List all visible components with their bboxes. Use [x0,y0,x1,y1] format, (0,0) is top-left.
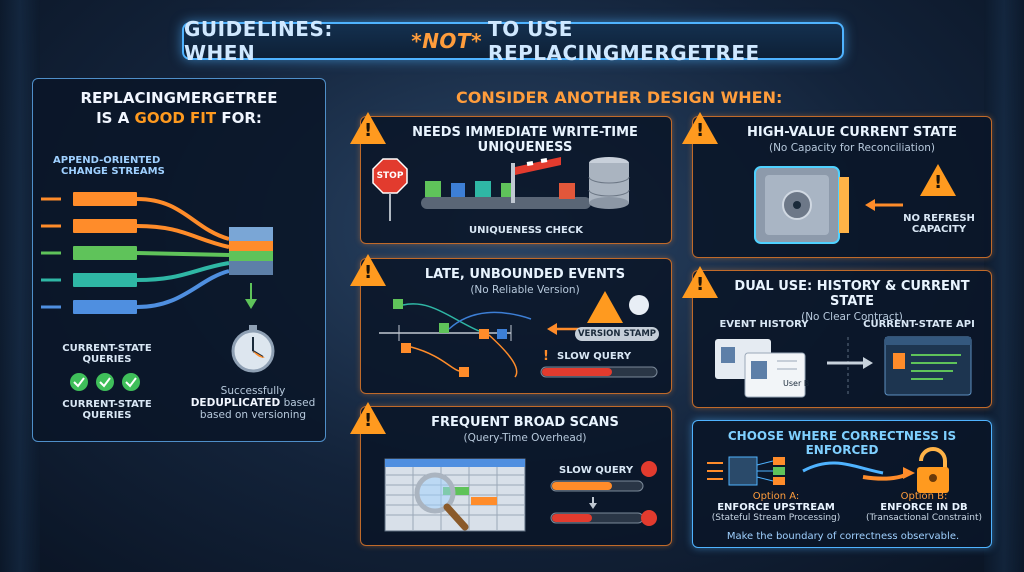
good-fit-heading-line1: REPLACINGMERGETREE [80,89,278,107]
check-circles [70,373,140,391]
title-part-2: *NOT* [411,29,483,53]
warning-icon: ! [682,112,718,144]
current-state-api-label: CURRENT-STATE API [863,319,975,330]
card-current-state-title: HIGH-VALUE CURRENT STATE [746,125,958,140]
page-title: GUIDELINES: WHEN *NOT* TO USE REPLACINGM… [182,17,844,65]
warning-icon: ! [350,254,386,286]
option-a-sub: (Stateful Stream Processing) [711,513,841,523]
good-fit-heading-c: FOR: [221,109,262,127]
option-b-label: Option B: [900,491,948,502]
stop-sign-label: STOP [376,171,404,181]
dual-use-diagram [715,336,972,398]
option-b: Option B: ENFORCE IN DB (Transactional C… [859,491,989,523]
late-events-diagram [379,291,658,378]
card-late-unbounded-events: LATE, UNBOUNDED EVENTS (No Reliable Vers… [360,258,672,394]
card-late-events-title: LATE, UNBOUNDED EVENTS [424,267,626,282]
dedup-result: Successfully DEDUPLICATED based based on… [183,385,323,421]
dedup-result-line1: Successfully [220,385,286,397]
card-choose-correctness: CHOOSE WHERE CORRECTNESS IS ENFORCED Opt… [692,420,992,548]
dedup-result-line3: based on versioning [199,409,307,421]
broad-scan-diagram [384,458,657,532]
streams-label-line1: APPEND-ORIENTED [53,155,161,166]
queries-label-2: CURRENT-STATE QUERIES [47,399,167,421]
vault-diagram [754,166,903,244]
card-broad-scans-sub: (Query-Time Overhead) [463,432,587,444]
dedup-result-based: based [283,397,316,409]
card-dual-use: DUAL USE: HISTORY & CURRENT STATE (No Cl… [692,270,992,408]
card-current-state-sub: (No Capacity for Reconciliation) [768,142,936,154]
warning-icon: ! [920,164,956,196]
queries-label-1: CURRENT-STATE QUERIES [47,343,167,365]
late-events-slow-query: SLOW QUERY [557,351,632,362]
stream-row-1 [41,192,230,241]
stopwatch-icon [231,325,275,373]
stream-row-4 [41,261,230,287]
dedup-result-line2: DEDUPLICATED based [183,397,323,409]
no-refresh-note-line1: NO REFRESH [903,213,975,224]
card-correctness-title: CHOOSE WHERE CORRECTNESS IS ENFORCED [727,429,957,457]
merged-table-icon [229,227,273,275]
queries-label-2-line1: CURRENT-STATE [62,399,152,410]
no-refresh-note-line2: CAPACITY [911,224,967,235]
correctness-diagram [707,447,949,493]
conveyor-diagram [372,157,630,221]
streams-label-line2: CHANGE STREAMS [61,166,165,177]
card-write-time-uniqueness: NEEDS IMMEDIATE WRITE-TIME UNIQUENESS ST… [360,116,672,244]
uniqueness-check-caption: UNIQUENESS CHECK [469,225,583,236]
dedup-result-strong: DEDUPLICATED [190,397,281,409]
card-broad-scans-title: FREQUENT BROAD SCANS [431,415,619,430]
consider-heading: CONSIDER ANOTHER DESIGN WHEN: [456,88,783,107]
broad-scans-slow-query: SLOW QUERY [559,465,634,476]
stream-row-3 [41,246,230,260]
version-stamp-label: VERSION STAMP [575,327,659,341]
title-part-1: GUIDELINES: WHEN [184,17,333,65]
card-dual-use-sub: (No Clear Contract) [801,311,903,323]
queries-label-1-line2: QUERIES [82,354,132,365]
warning-icon: ! [682,266,718,298]
queries-label-1-line1: CURRENT-STATE [62,343,152,354]
warning-icon: ! [350,112,386,144]
good-fit-heading-b: GOOD FIT [134,109,217,127]
title-part-3: TO USE REPLACINGMERGETREE [488,17,760,65]
card-uniqueness-title: NEEDS IMMEDIATE WRITE-TIME UNIQUENESS [412,125,638,155]
good-fit-heading-a: IS A [96,109,130,127]
good-fit-heading-line2: IS A GOOD FIT FOR: [33,109,325,127]
good-fit-panel: REPLACINGMERGETREE IS A GOOD FIT FOR: AP… [32,78,326,442]
option-b-title: ENFORCE IN DB [880,502,968,513]
card-frequent-broad-scans: FREQUENT BROAD SCANS (Query-Time Overhea… [360,406,672,546]
no-refresh-note: NO REFRESH CAPACITY [889,213,989,235]
late-events-excl: ! [543,349,549,364]
option-a: Option A: ENFORCE UPSTREAM (Stateful Str… [701,491,851,523]
stream-row-2 [41,219,230,249]
option-a-title: ENFORCE UPSTREAM [717,502,835,513]
stream-row-5 [41,269,230,314]
card-late-events-sub: (No Reliable Version) [470,284,580,296]
option-b-sub: (Transactional Constraint) [865,513,983,523]
event-history-label: EVENT HISTORY [719,319,809,330]
streams-label: APPEND-ORIENTED CHANGE STREAMS [53,155,165,177]
queries-label-2-line2: QUERIES [82,410,132,421]
option-a-label: Option A: [752,491,800,502]
card-dual-use-title: DUAL USE: HISTORY & CURRENT STATE [734,279,970,309]
warning-icon: ! [350,402,386,434]
correctness-footer: Make the boundary of correctness observa… [726,531,960,542]
change-streams-diagram [41,192,275,391]
user-b-label: User B [783,379,810,388]
